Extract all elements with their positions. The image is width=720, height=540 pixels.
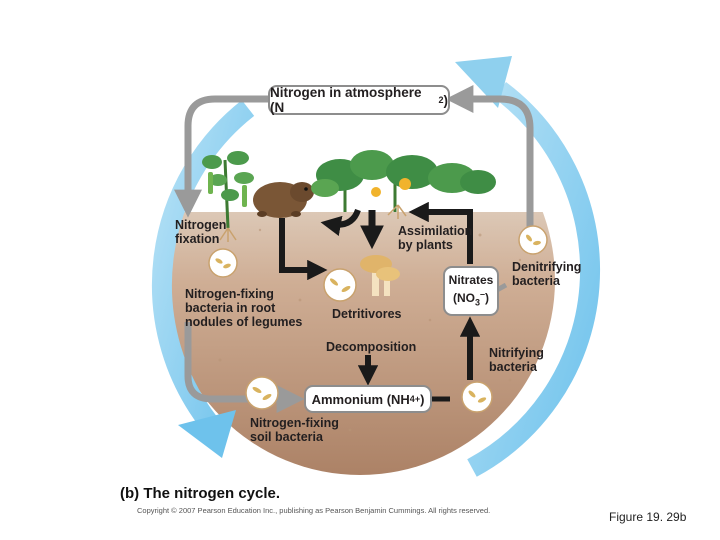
rodent-animal (253, 182, 314, 218)
outer-cycle-arrowhead-top (455, 56, 512, 108)
denitrifying-label: Denitrifying bacteria (512, 260, 582, 288)
nitrates-label: Nitrates (448, 272, 494, 287)
atmosphere-close: ) (443, 92, 449, 108)
assimilation-label: Assimilation by plants (398, 224, 473, 252)
squash-plant (311, 150, 496, 219)
bacteria-icon-denitrifying (518, 225, 548, 255)
detritivores-label: Detritivores (332, 307, 402, 321)
mushrooms (360, 255, 400, 296)
soil-texture (198, 228, 522, 432)
outer-cycle-arrow-left (151, 100, 255, 431)
decomposition-label: Decomposition (326, 340, 417, 354)
arrow-nitrates-to-plants (408, 201, 473, 264)
nitrates-box: Nitrates (NO3–) (443, 266, 499, 316)
bacteria-icon-root-nodules (208, 248, 238, 278)
atmosphere-box: Nitrogen in atmosphere (N 2) (268, 85, 450, 115)
soil-bacteria-label: Nitrogen-fixing soil bacteria (250, 416, 339, 444)
arrow-fixation-to-ammonium (184, 322, 305, 413)
bacteria-icon-detritivores (323, 268, 357, 302)
copyright-notice: Copyright © 2007 Pearson Education Inc.,… (137, 506, 491, 515)
figure-number: Figure 19. 29b (609, 510, 687, 524)
arrow-denitrification-to-atmosphere (445, 85, 534, 230)
arrow-animal-to-detritivores (279, 218, 328, 281)
nitrates-formula: (NO3–) (452, 288, 490, 308)
atmosphere-subscript: 2 (438, 95, 444, 105)
legume-plant (202, 151, 254, 242)
outer-cycle-arrowhead-bottom (178, 410, 236, 458)
arrow-atmosphere-to-fixation (174, 95, 268, 218)
root-nodule-bacteria-label: Nitrogen-fixing bacteria in root nodules… (185, 287, 303, 329)
arrow-plant-to-animal (320, 208, 361, 236)
nitrifying-label: Nitrifying bacteria (489, 346, 544, 374)
nitrogen-fixation-label: Nitrogen fixation (175, 218, 227, 246)
figure-caption: (b) The nitrogen cycle. (120, 485, 281, 502)
bacteria-icon-nitrifying (461, 381, 493, 413)
ammonium-label: Ammonium (NH (311, 391, 410, 407)
atmosphere-label: Nitrogen in atmosphere (N (270, 85, 422, 115)
bacteria-icon-soil (245, 376, 279, 410)
outer-cycle-arrow-right (467, 82, 601, 477)
